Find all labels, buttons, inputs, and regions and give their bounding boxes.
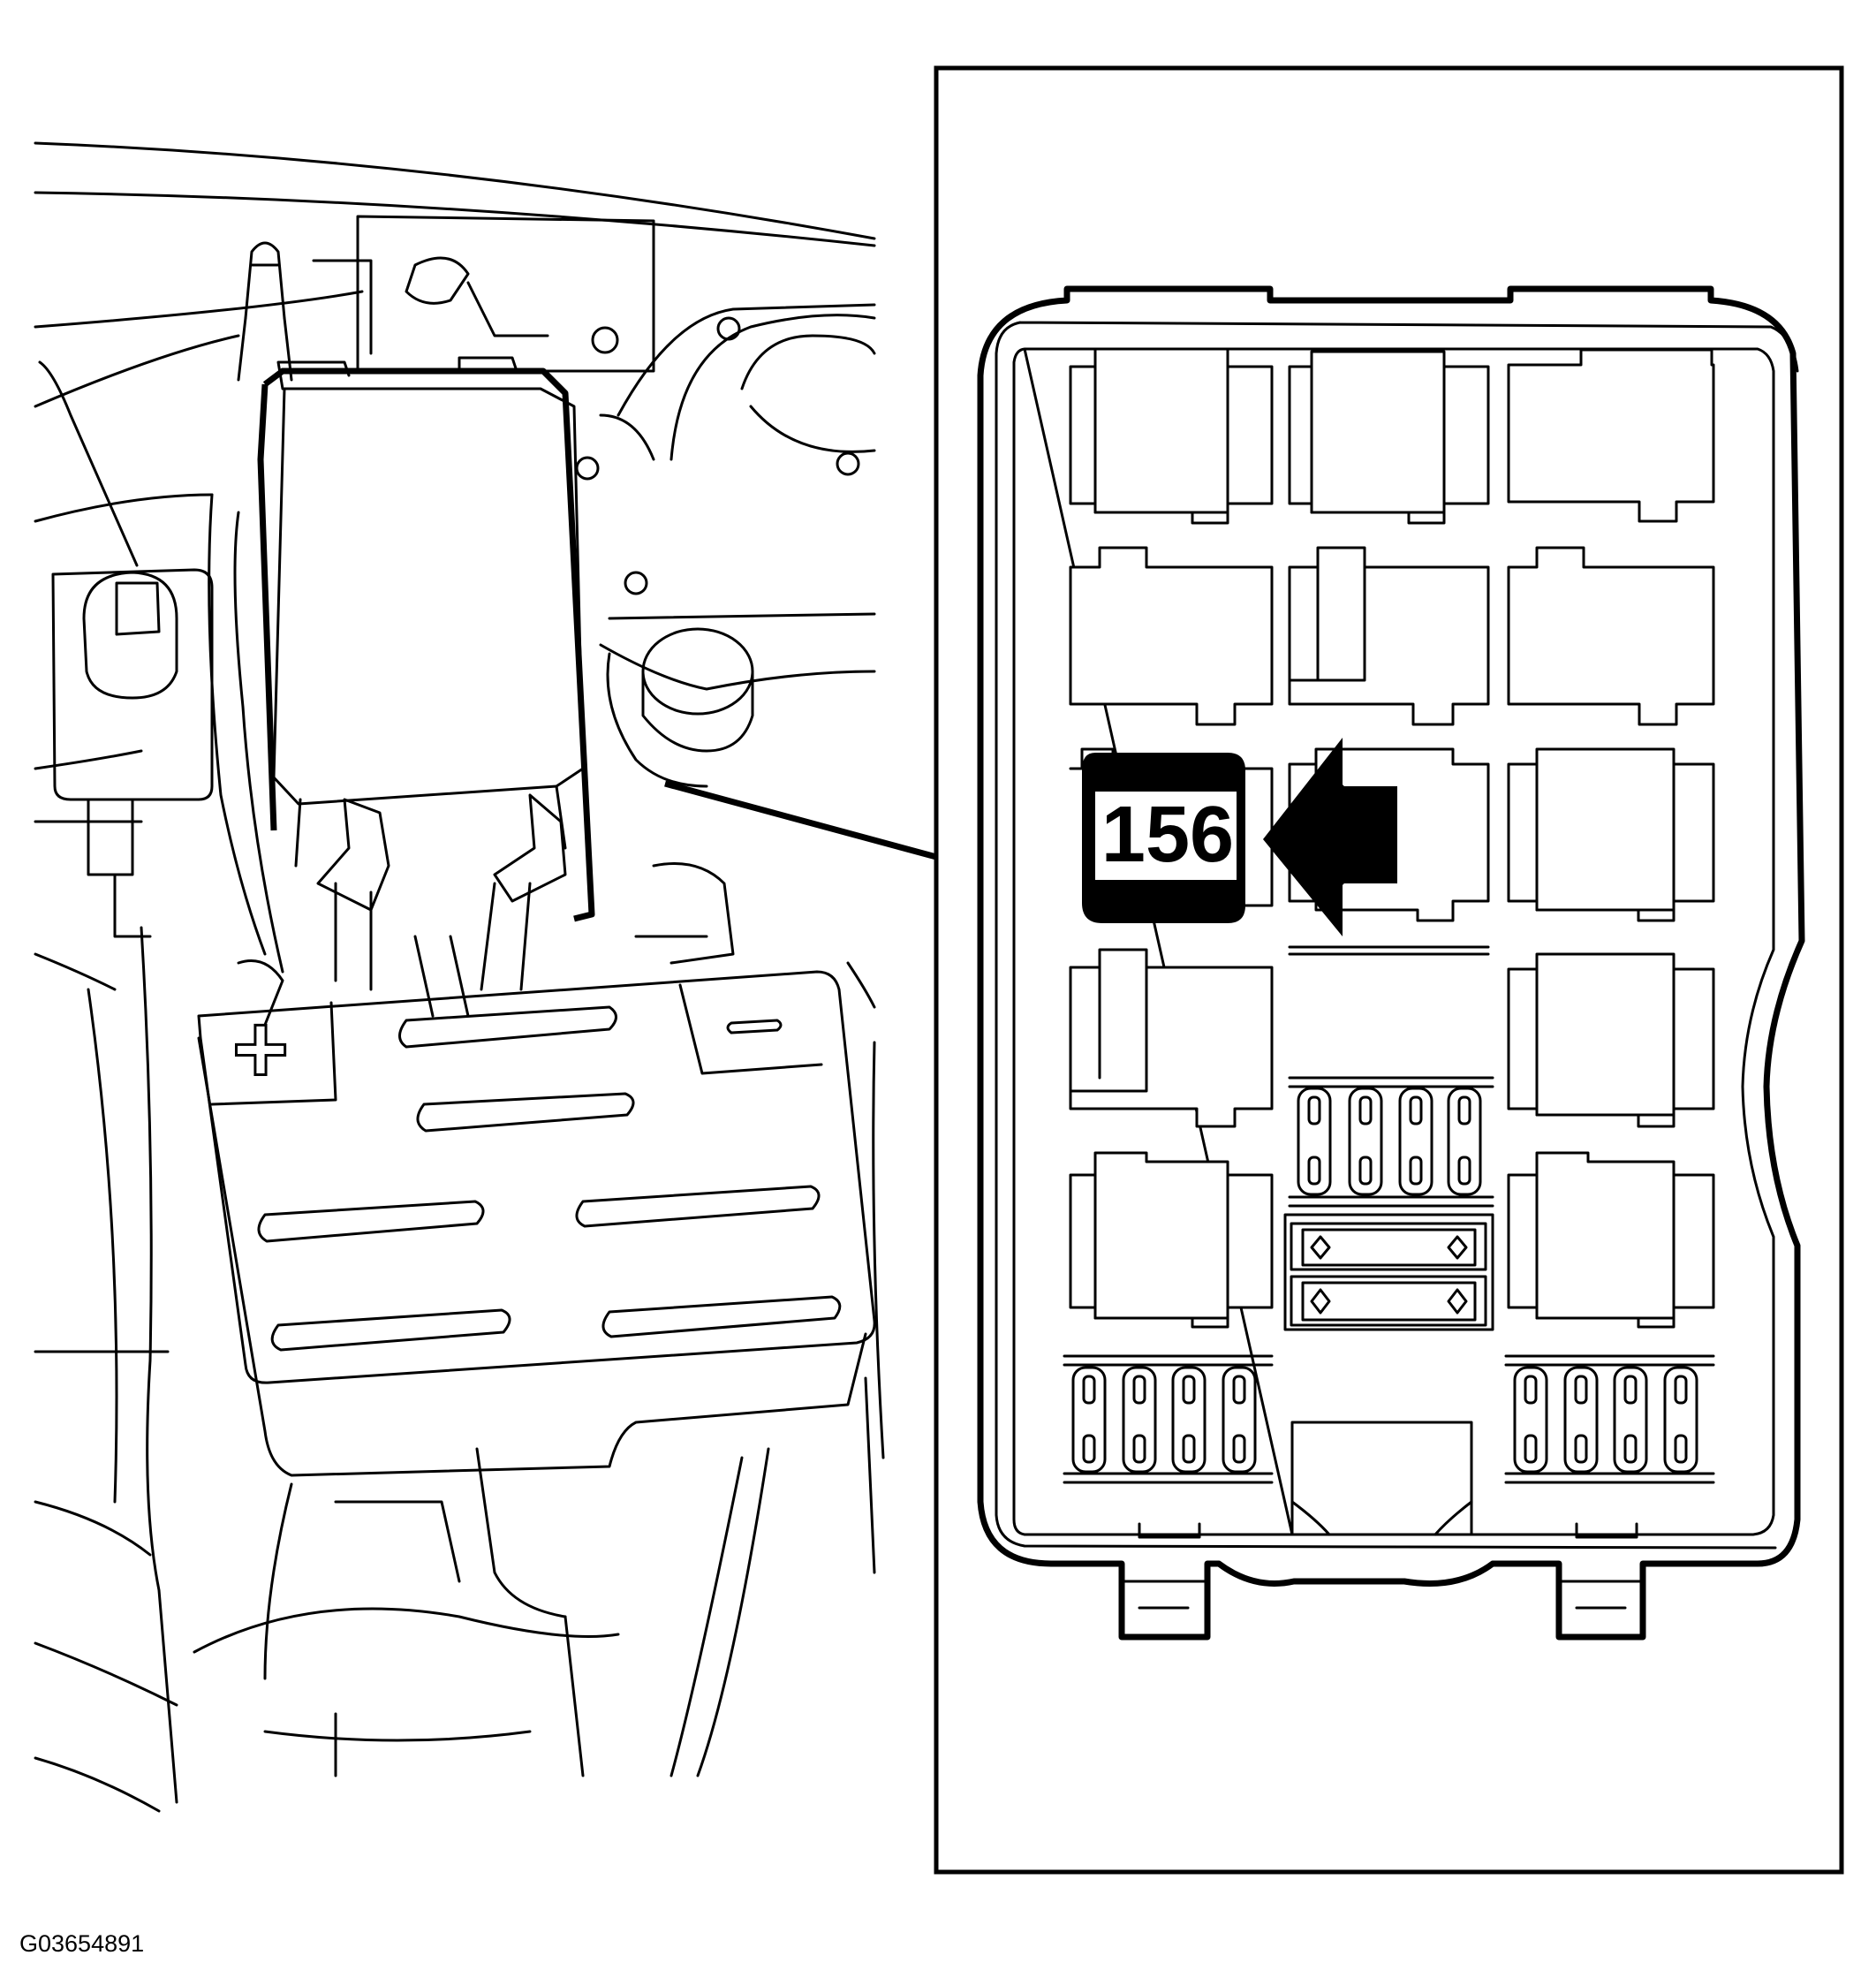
relay-156-highlight: 156 [1069,747,1274,923]
engine-bay-illustration: + [34,141,885,1813]
mini-fuse-block-left [1063,1354,1274,1484]
mini-fuse-block-center [1297,1087,1482,1196]
battery-positive-symbol: + [232,995,289,1103]
mini-fuse-block-right [1504,1354,1715,1484]
figure-code: G03654891 [19,1930,145,1957]
fuse-box-detail: 156 [977,285,1805,1641]
cartridge-fuses [1283,1213,1494,1331]
detail-frame [934,65,1844,1875]
relay-number-label: 156 [1101,791,1234,879]
leader-line [664,780,937,860]
arrow-icon [1263,738,1397,936]
